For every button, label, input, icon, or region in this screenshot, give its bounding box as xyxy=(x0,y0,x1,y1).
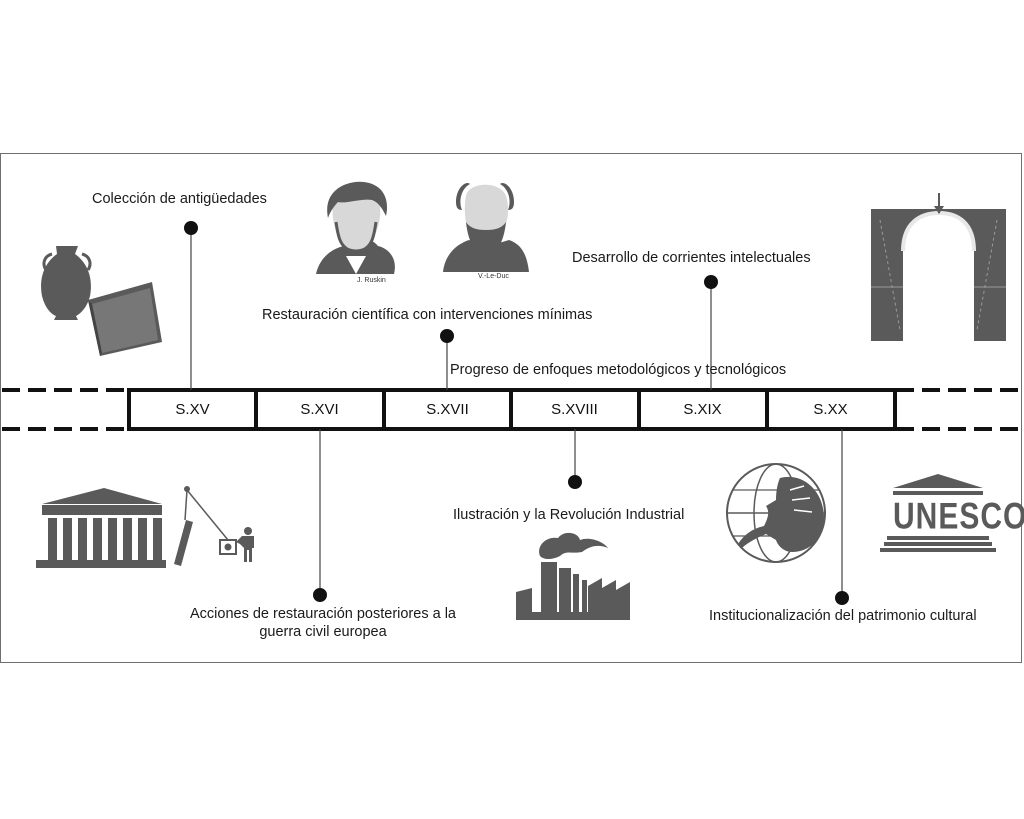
dot-restauracion xyxy=(440,329,454,343)
book-icon xyxy=(88,282,162,356)
event-label-progreso: Progreso de enfoques metodológicos y tec… xyxy=(450,362,787,378)
amphora-icon xyxy=(41,246,92,320)
ruskin-portrait-icon xyxy=(316,181,395,274)
event-label-acciones-line1: Acciones de restauración posteriores a l… xyxy=(190,606,456,622)
viollet-le-duc-portrait-icon xyxy=(443,182,529,272)
dot-coleccion xyxy=(184,221,198,235)
century-cell-xvi: S.XVI xyxy=(300,401,339,418)
dot-ilustracion xyxy=(568,475,582,489)
century-cell-xix: S.XIX xyxy=(683,401,722,418)
event-label-coleccion: Colección de antigüedades xyxy=(92,191,267,207)
unesco-logo-icon xyxy=(880,474,996,552)
event-label-acciones: Acciones de restauración posteriores a l… xyxy=(190,605,456,641)
event-label-institucionalizacion: Institucionalización del patrimonio cult… xyxy=(709,608,977,624)
event-label-restauracion-cientifica: Restauración científica con intervencion… xyxy=(262,307,593,323)
portrait-caption-ruskin: J. Ruskin xyxy=(357,277,386,284)
dot-institucionalizacion xyxy=(835,591,849,605)
century-cell-xv: S.XV xyxy=(175,401,210,418)
timeline-rails xyxy=(2,388,1022,431)
century-cell-xviii: S.XVIII xyxy=(551,401,598,418)
dot-corrientes xyxy=(704,275,718,289)
portrait-caption-viollet: V.-Le-Duc xyxy=(478,273,509,280)
dot-acciones xyxy=(313,588,327,602)
event-label-ilustracion: Ilustración y la Revolución Industrial xyxy=(453,507,685,523)
century-band xyxy=(127,388,897,431)
connectors xyxy=(190,228,843,598)
globe-horse-icon xyxy=(726,463,826,563)
factory-icon xyxy=(516,532,630,620)
event-label-acciones-line2: guerra civil europea xyxy=(259,624,387,640)
century-cell-xvii: S.XVII xyxy=(426,401,469,418)
unesco-logo-text: UNESCO xyxy=(893,495,1024,537)
event-dots xyxy=(184,221,849,605)
arch-icon xyxy=(871,193,1006,341)
diagram-frame xyxy=(0,153,1022,663)
temple-ruin-icon xyxy=(36,486,254,568)
century-cell-xx: S.XX xyxy=(813,401,848,418)
event-label-corrientes: Desarrollo de corrientes intelectuales xyxy=(572,250,811,266)
